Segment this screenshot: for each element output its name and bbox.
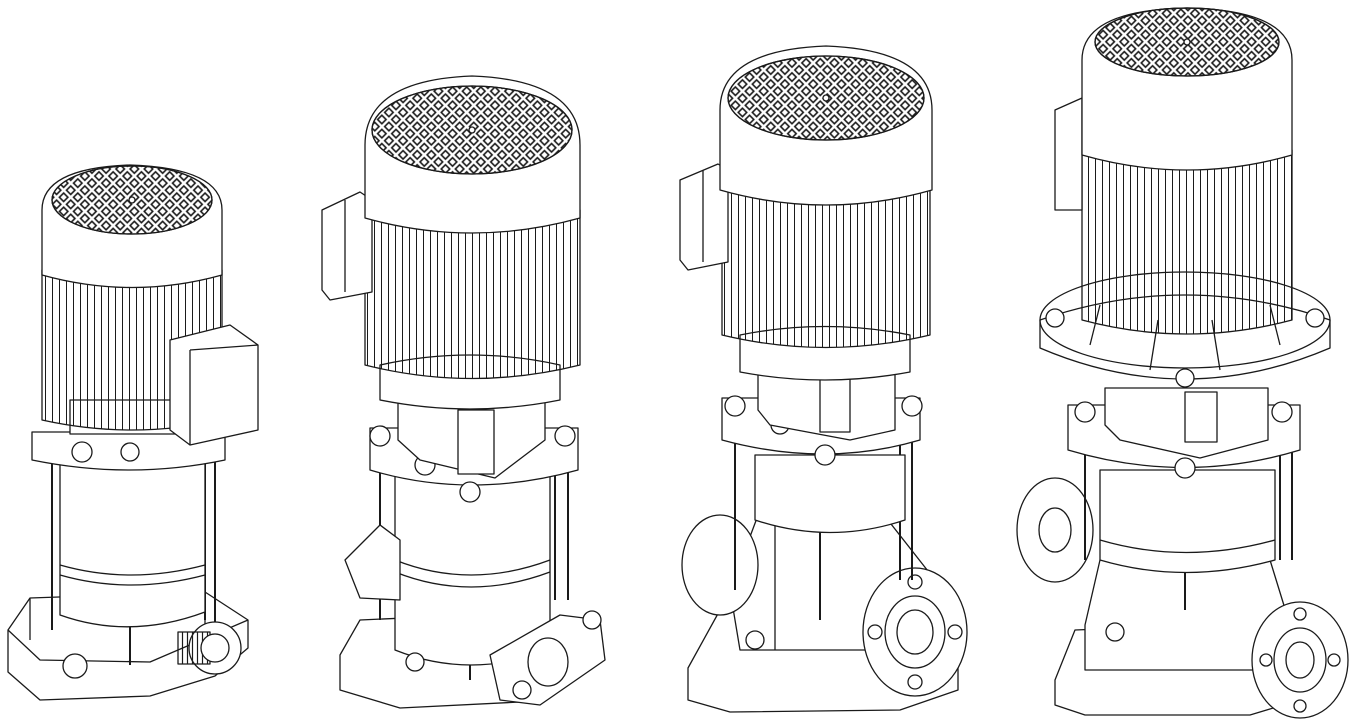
pump-3-motor: [721, 184, 931, 349]
pump-2-discharge-port: [489, 610, 606, 706]
pump-4-junction-box: [1054, 97, 1083, 211]
pump-1-junction-box: [169, 324, 259, 446]
pump-3-discharge-flange: [862, 567, 968, 697]
pump-3: [679, 45, 968, 713]
pump-3-suction-flange: [681, 514, 759, 616]
pump-2-motor: [364, 209, 581, 380]
pump-4-suction-flange: [1016, 477, 1094, 583]
pump-4-motor: [1081, 149, 1293, 335]
pump-2-junction-box: [321, 191, 373, 301]
pump-3-junction-box: [679, 163, 729, 271]
pump-1-sleeve: [59, 457, 206, 628]
pump-1-drain-plug: [62, 653, 88, 679]
pump-4-discharge-flange: [1251, 601, 1349, 719]
pump-1-discharge-port: [177, 621, 242, 675]
pump-1: [7, 164, 259, 701]
pump-2: [321, 75, 606, 709]
pump-4: [1016, 7, 1349, 719]
pump-2-suction-port: [344, 524, 401, 601]
